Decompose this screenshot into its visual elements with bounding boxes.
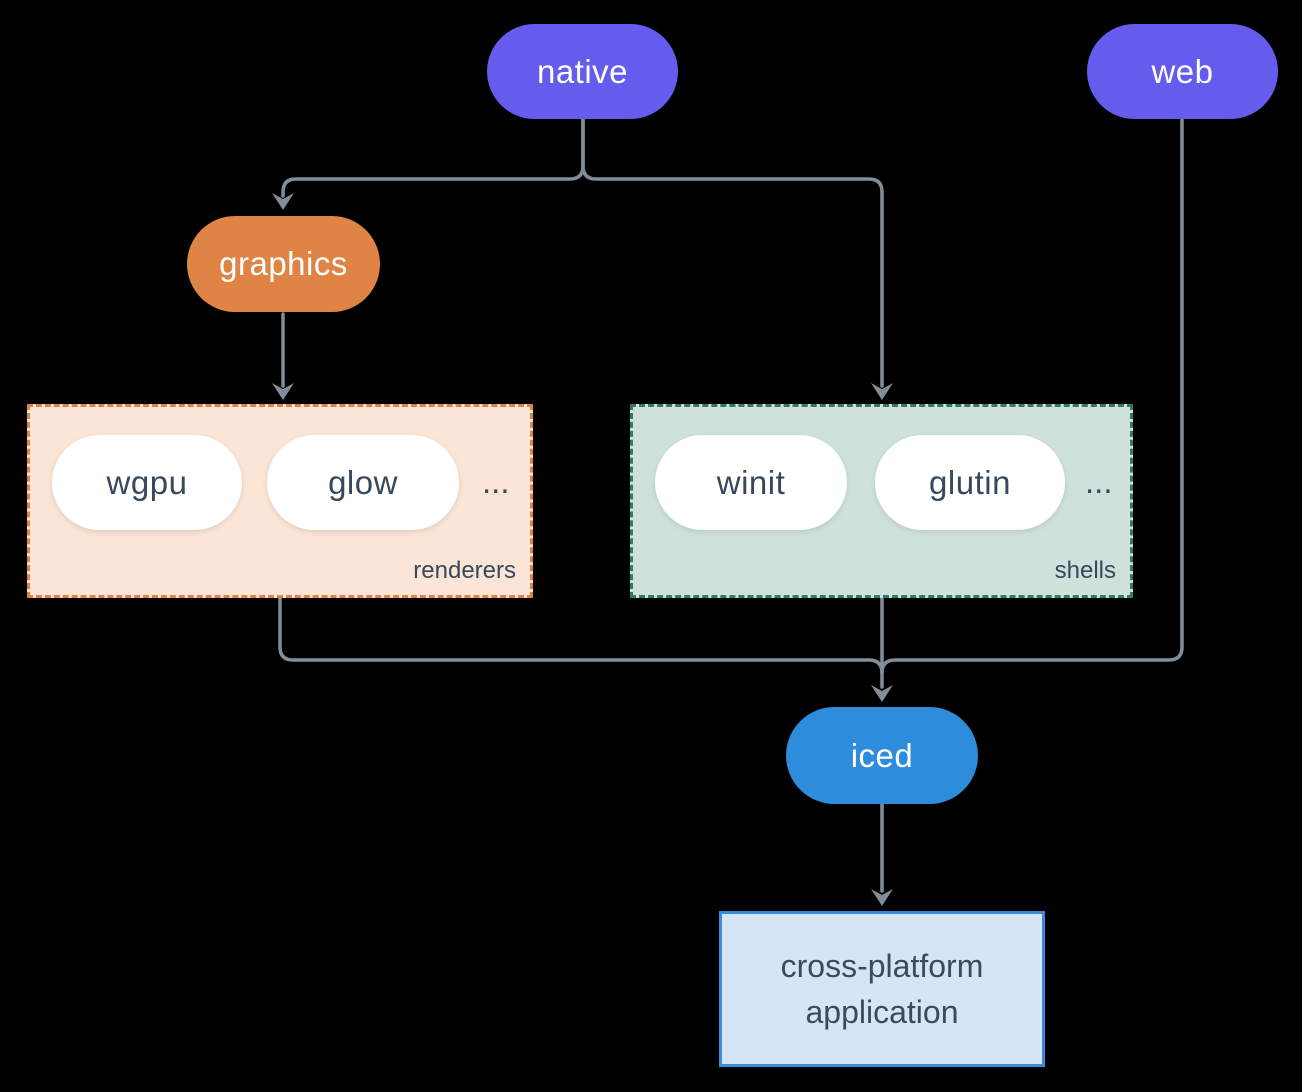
node-native: native xyxy=(487,24,678,119)
group-shells: winit glutin ... shells xyxy=(630,404,1133,598)
node-iced: iced xyxy=(786,707,978,804)
renderers-ellipsis: ... xyxy=(482,463,510,500)
node-web: web xyxy=(1087,24,1278,119)
node-winit: winit xyxy=(655,435,847,530)
shells-ellipsis: ... xyxy=(1085,463,1113,500)
node-glutin: glutin xyxy=(875,435,1065,530)
edge-native-shells xyxy=(581,117,884,388)
edge-native-graphics xyxy=(281,117,585,198)
arrowhead-iced xyxy=(871,685,893,702)
app-label-line2: application xyxy=(805,994,959,1030)
node-graphics: graphics xyxy=(187,216,380,312)
app-label-line1: cross-platform xyxy=(780,947,984,984)
group-renderers: wgpu glow ... renderers xyxy=(27,404,533,598)
arrowhead-graphics xyxy=(272,193,294,210)
renderers-group-label: renderers xyxy=(413,557,516,584)
node-glow: glow xyxy=(267,435,459,530)
node-cross-platform-application: cross-platform application xyxy=(719,911,1045,1067)
arrowhead-shells xyxy=(871,383,893,400)
arrowhead-renderers xyxy=(272,383,294,400)
arrowhead-app xyxy=(871,889,893,906)
node-wgpu: wgpu xyxy=(52,435,242,530)
shells-group-label: shells xyxy=(1054,557,1116,584)
edge-renderers-iced xyxy=(278,596,884,675)
